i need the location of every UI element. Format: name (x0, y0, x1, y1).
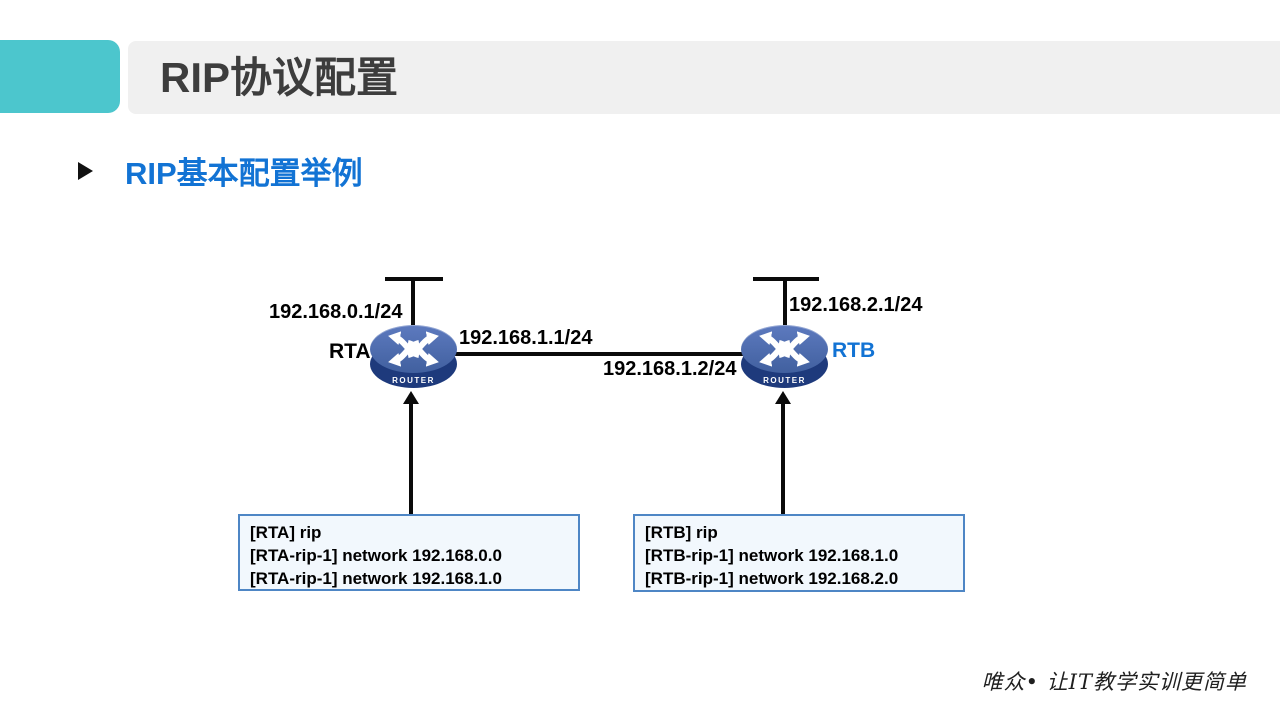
rta-config-box: [RTA] rip [RTA-rip-1] network 192.168.0.… (238, 514, 580, 591)
lan-a-drop-line (411, 277, 415, 335)
rtb-config-box: [RTB] rip [RTB-rip-1] network 192.168.1.… (633, 514, 965, 592)
rta-name-label: RTA (329, 340, 371, 363)
rta-config-line-2: [RTA-rip-1] network 192.168.0.0 (250, 546, 502, 565)
rta-lan-ip-label: 192.168.0.1/24 (269, 301, 403, 323)
triangle-bullet-icon (78, 161, 93, 180)
footer-slogan: 唯众• 让IT教学实训更简单 (981, 670, 1247, 694)
router-rtb-top (741, 325, 828, 373)
rtb-lan-ip-label: 192.168.2.1/24 (789, 294, 923, 316)
router-rtb-icon: ROUTER (741, 325, 828, 388)
subtitle-row: RIP基本配置举例 (78, 148, 363, 193)
router-link-line (448, 352, 750, 356)
rtb-link-ip-label: 192.168.1.2/24 (603, 358, 737, 380)
rtb-config-line-1: [RTB] rip (645, 523, 718, 542)
accent-block (0, 40, 120, 113)
rta-config-line-3: [RTA-rip-1] network 192.168.1.0 (250, 569, 502, 588)
rtb-name-label: RTB (832, 339, 876, 362)
title-bar: RIP协议配置 (128, 41, 1280, 114)
router-arrows-icon (388, 331, 439, 367)
rta-config-line-1: [RTA] rip (250, 523, 322, 542)
router-arrows-icon (759, 331, 810, 367)
subtitle: RIP基本配置举例 (125, 156, 363, 191)
rtb-config-arrow-line (781, 402, 785, 514)
rta-config-arrow-head (403, 391, 419, 404)
router-rta-caption: ROUTER (392, 376, 435, 385)
rtb-config-line-3: [RTB-rip-1] network 192.168.2.0 (645, 569, 899, 588)
rta-link-ip-label: 192.168.1.1/24 (459, 327, 593, 349)
rtb-config-arrow-head (775, 391, 791, 404)
router-rtb-caption: ROUTER (763, 376, 806, 385)
router-rta-icon: ROUTER (370, 325, 457, 388)
router-rta-top (370, 325, 457, 373)
lan-b-drop-line (783, 277, 787, 335)
rtb-config-line-2: [RTB-rip-1] network 192.168.1.0 (645, 546, 899, 565)
page-title: RIP协议配置 (160, 54, 399, 101)
rta-config-arrow-line (409, 402, 413, 514)
